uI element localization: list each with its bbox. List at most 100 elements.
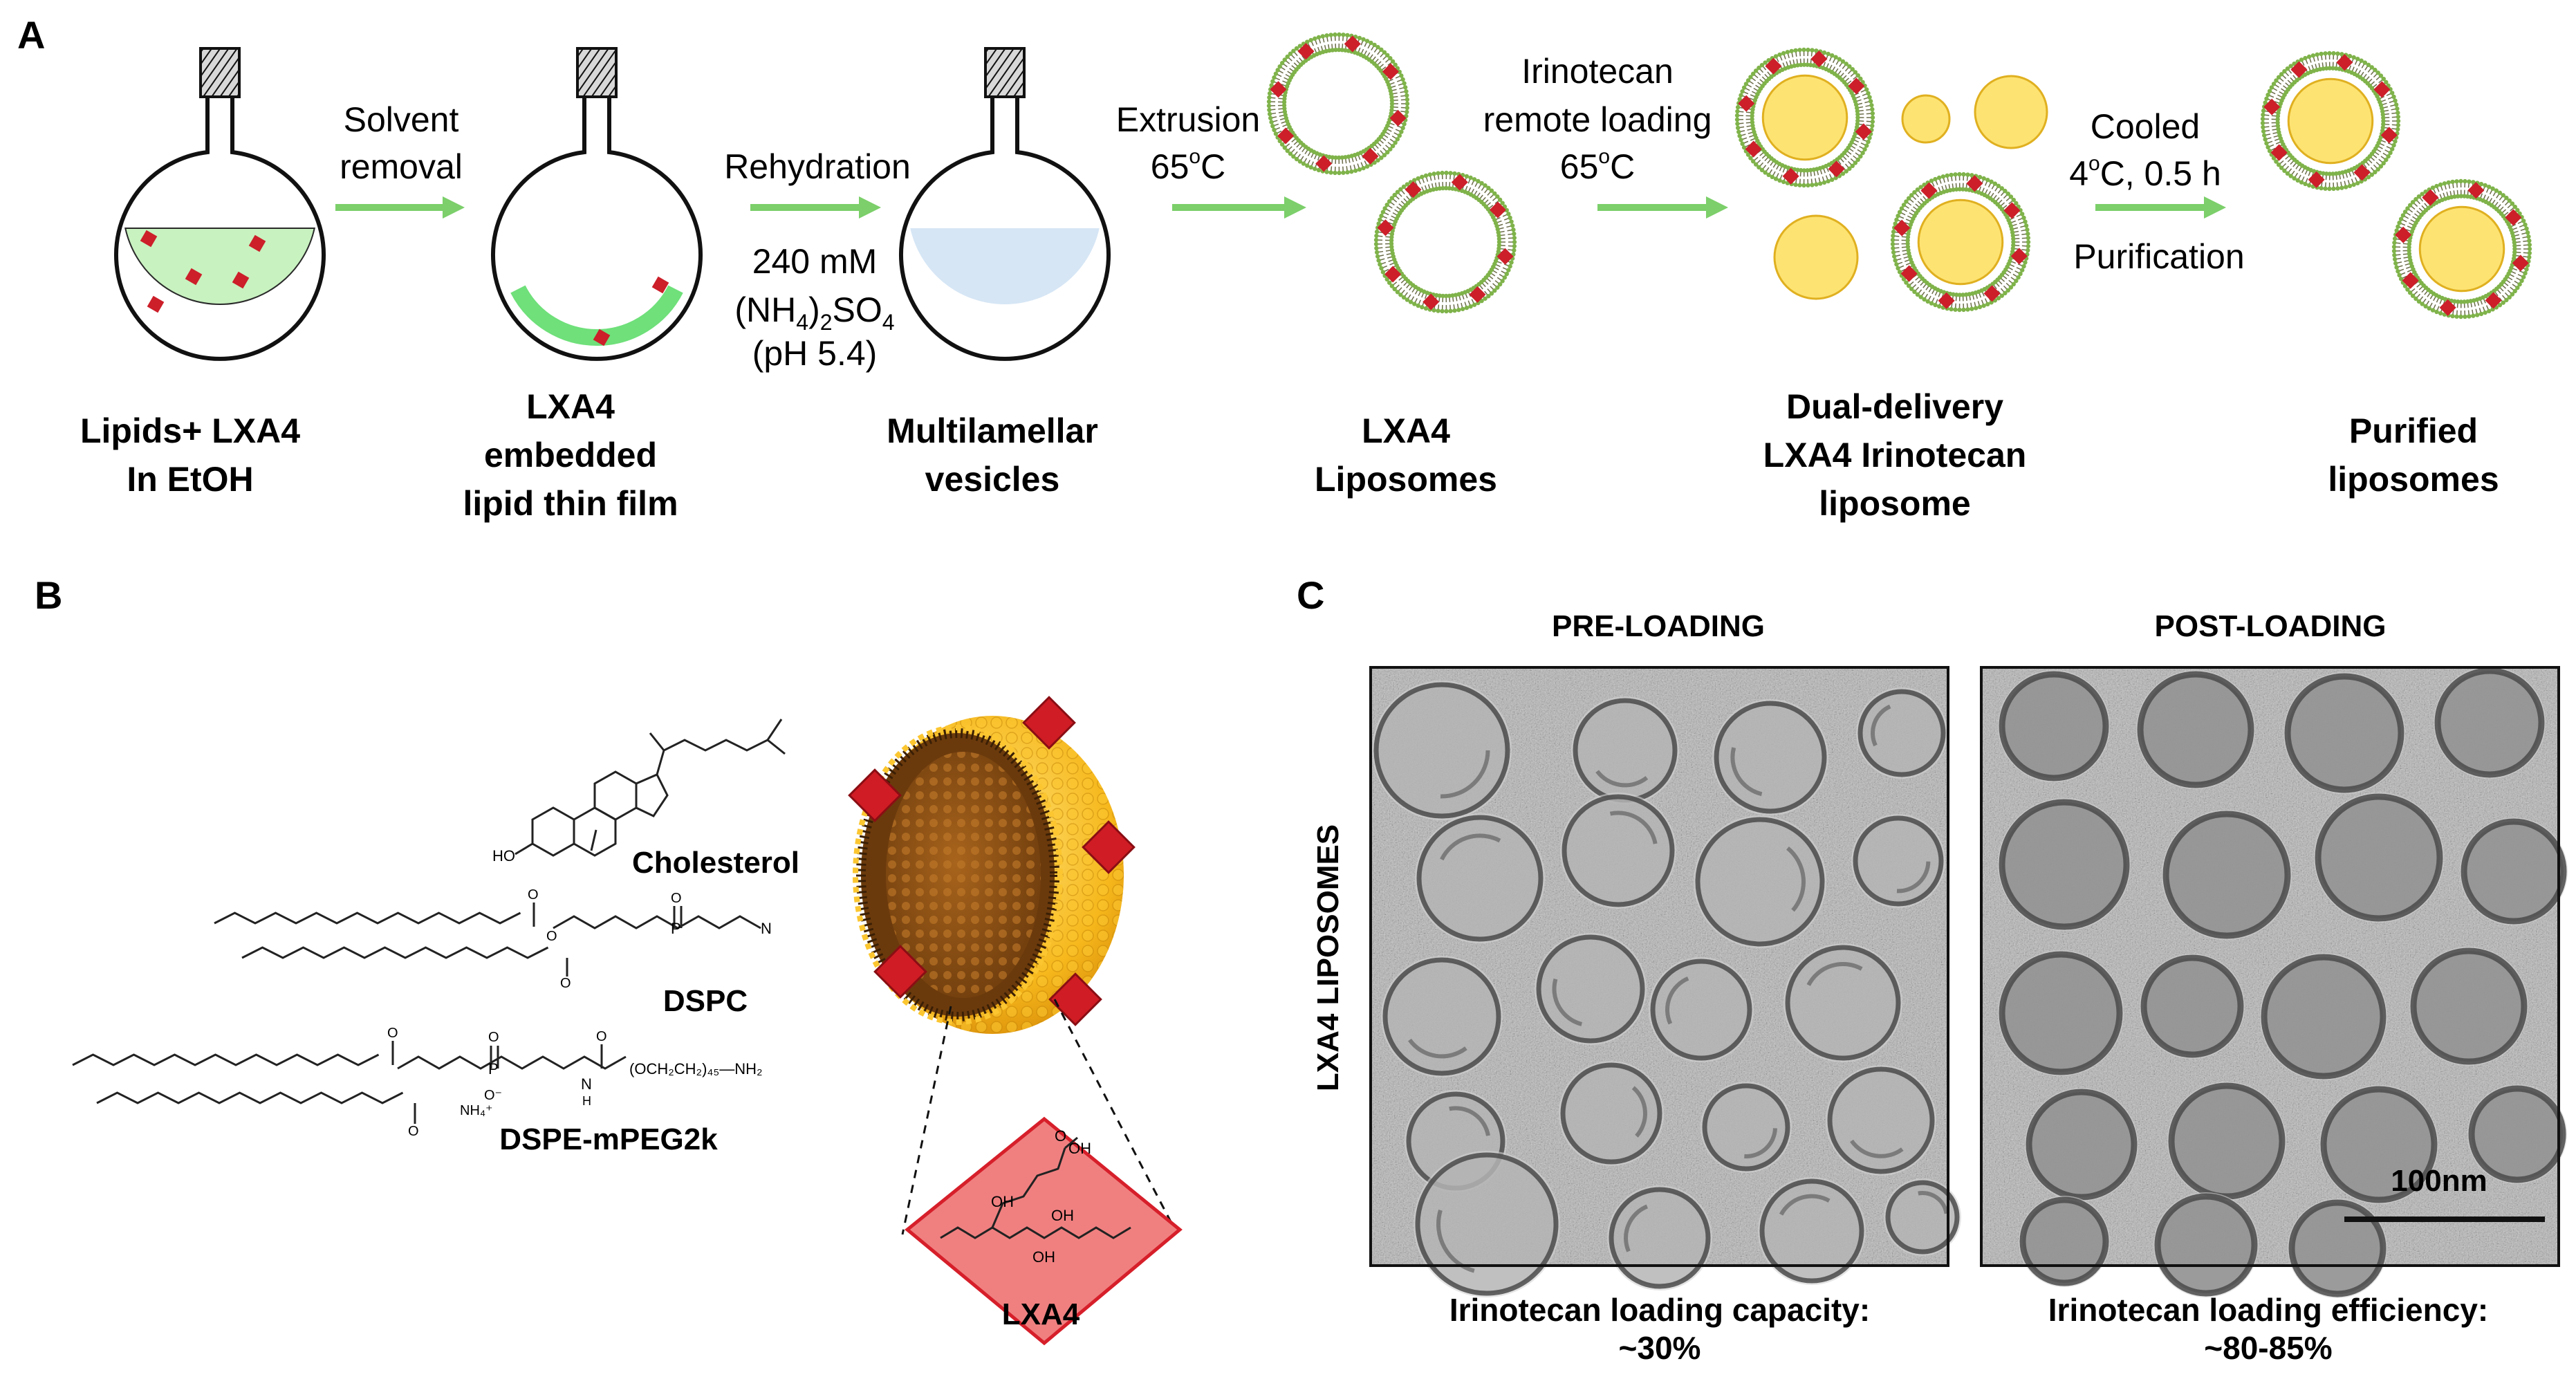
step4-label-line1: LXA4 xyxy=(1362,411,1450,450)
liposome-particle xyxy=(1856,687,1947,779)
liposome-particle xyxy=(2019,1196,2110,1287)
arrow4-label-line1: Irinotecan xyxy=(1521,52,1674,91)
dspe-o-minus: O⁻ xyxy=(484,1088,502,1103)
arrow5-label-line2: 4oC, 0.5 h xyxy=(2069,152,2221,193)
pre-loading-micrograph xyxy=(1371,667,1961,1297)
liposome-particle xyxy=(1884,1178,1961,1256)
step2-label-line2: embedded xyxy=(484,436,657,474)
lxa4-oh4: OH xyxy=(1068,1140,1091,1157)
lxa4-drug-marker xyxy=(147,296,165,313)
dspc-n: N xyxy=(761,920,772,937)
liposome-particle xyxy=(1851,814,1945,908)
liposome-particle xyxy=(2409,947,2528,1066)
arrow5-label-line1: Cooled xyxy=(2091,107,2200,146)
irinotecan-core xyxy=(1918,200,2003,284)
buffer-salt: (NH4)2SO4 xyxy=(734,290,894,335)
liposome-particle xyxy=(1559,1061,1664,1166)
dspe-h: H xyxy=(582,1094,591,1108)
step5-label-line2: LXA4 Irinotecan xyxy=(1763,436,2027,474)
step2-label-line1: LXA4 xyxy=(526,387,615,426)
flask-multilamellar xyxy=(901,48,1109,359)
panel-a: A xyxy=(17,13,2532,523)
lxa4-oh3: OH xyxy=(1032,1248,1055,1266)
liposome-particle xyxy=(1826,1065,1936,1176)
arrow-extrusion xyxy=(1172,196,1306,219)
arrow5-label-line3: Purification xyxy=(2073,237,2244,276)
dspe-structure xyxy=(73,1041,626,1124)
free-irinotecan-core xyxy=(1775,216,1857,299)
liposome xyxy=(1735,48,1875,187)
liposome xyxy=(1374,171,1517,313)
liposome-particle xyxy=(1415,813,1545,943)
lxa4-o: O xyxy=(1055,1127,1066,1145)
arrow3-label-line1: Extrusion xyxy=(1116,100,1260,139)
dspe-nh4: NH₄⁺ xyxy=(460,1103,493,1118)
liposome-particle xyxy=(1535,933,1647,1045)
step3-label-line1: Multilamellar xyxy=(887,411,1098,450)
dspe-o2: O xyxy=(408,1124,419,1139)
buffer-conc: 240 mM xyxy=(752,242,878,281)
liposome-particle xyxy=(1712,699,1828,815)
arrow-cooling xyxy=(2095,196,2226,219)
step6-label-line2: liposomes xyxy=(2328,460,2499,499)
dspc-o2: O xyxy=(546,929,557,944)
liposome-particle xyxy=(1649,957,1754,1062)
post-loading-micrograph: 100nm xyxy=(1981,667,2568,1298)
liposome-particle xyxy=(1560,793,1676,909)
irinotecan-core xyxy=(1763,75,1847,160)
arrow3-label-line2: 65oC xyxy=(1151,145,1225,186)
liposome-cross-section xyxy=(849,697,1134,1034)
dspe-label: DSPE-mPEG2k xyxy=(499,1122,718,1156)
dspc-o4: O xyxy=(671,891,682,906)
liposome-particle xyxy=(2162,810,2292,940)
flask-thin-film xyxy=(493,48,701,359)
lxa4-structure-box: OH OH OH OH O LXA4 xyxy=(907,1119,1180,1343)
free-irinotecan-core xyxy=(1975,76,2047,148)
liposome-particle xyxy=(1694,815,1826,948)
liposome-particle xyxy=(1758,1177,1866,1285)
panel-c: C PRE-LOADING POST-LOADING LXA4 LIPOSOME… xyxy=(1297,573,2568,1366)
dspe-peg: (OCH₂CH₂)₄₅—NH₂ xyxy=(629,1060,763,1077)
liposome-particle xyxy=(2153,1192,2259,1297)
panel-a-letter: A xyxy=(17,13,45,57)
cholesterol-label: Cholesterol xyxy=(632,846,799,880)
lxa4-oh2: OH xyxy=(1051,1207,1074,1224)
liposome-particle xyxy=(2167,1082,2286,1201)
arrow1-label-line1: Solvent xyxy=(344,100,459,139)
lxa4-label: LXA4 xyxy=(1002,1297,1080,1331)
arrow4-label-line3: 65oC xyxy=(1560,145,1635,186)
liposome-particle xyxy=(2314,793,2444,923)
arrow2-label: Rehydration xyxy=(724,147,911,186)
liposome-particle xyxy=(1998,950,2124,1076)
liposome-particle xyxy=(2140,954,2245,1059)
step1-label-line1: Lipids+ LXA4 xyxy=(80,411,300,450)
liposome xyxy=(2392,179,2532,319)
flask-lipids-etoh xyxy=(116,48,324,359)
post-loading-title: POST-LOADING xyxy=(2155,609,2387,643)
liposome-particle xyxy=(2460,817,2568,925)
dspe-o1: O xyxy=(387,1026,398,1041)
arrow4-label-line2: remote loading xyxy=(1483,100,1712,139)
lxa4-oh1: OH xyxy=(991,1193,1014,1210)
liposome-group xyxy=(1267,33,2532,319)
liposome-particle xyxy=(1414,1151,1560,1297)
liposome-particle xyxy=(1372,681,1512,820)
dspc-label: DSPC xyxy=(663,984,748,1018)
scale-bar-label: 100nm xyxy=(2391,1164,2487,1198)
dspe-p: P xyxy=(488,1060,499,1077)
pre-loading-title: PRE-LOADING xyxy=(1552,609,1765,643)
dspe-o3: O xyxy=(488,1030,499,1045)
liposome-particle xyxy=(1571,696,1679,804)
hydration-buffer xyxy=(910,228,1099,304)
irinotecan-core xyxy=(2288,79,2373,163)
post-caption-line1: Irinotecan loading efficiency: xyxy=(2048,1292,2488,1328)
cholesterol-ho: HO xyxy=(492,847,515,864)
arrow-remote-loading xyxy=(1597,196,1728,219)
liposome-particle xyxy=(1998,798,2131,931)
dspc-o3: O xyxy=(560,976,571,991)
buffer-ph: (pH 5.4) xyxy=(752,334,878,373)
pre-caption-line1: Irinotecan loading capacity: xyxy=(1449,1292,1870,1328)
irinotecan-core xyxy=(2420,207,2504,291)
step4-label-line2: Liposomes xyxy=(1315,460,1497,499)
